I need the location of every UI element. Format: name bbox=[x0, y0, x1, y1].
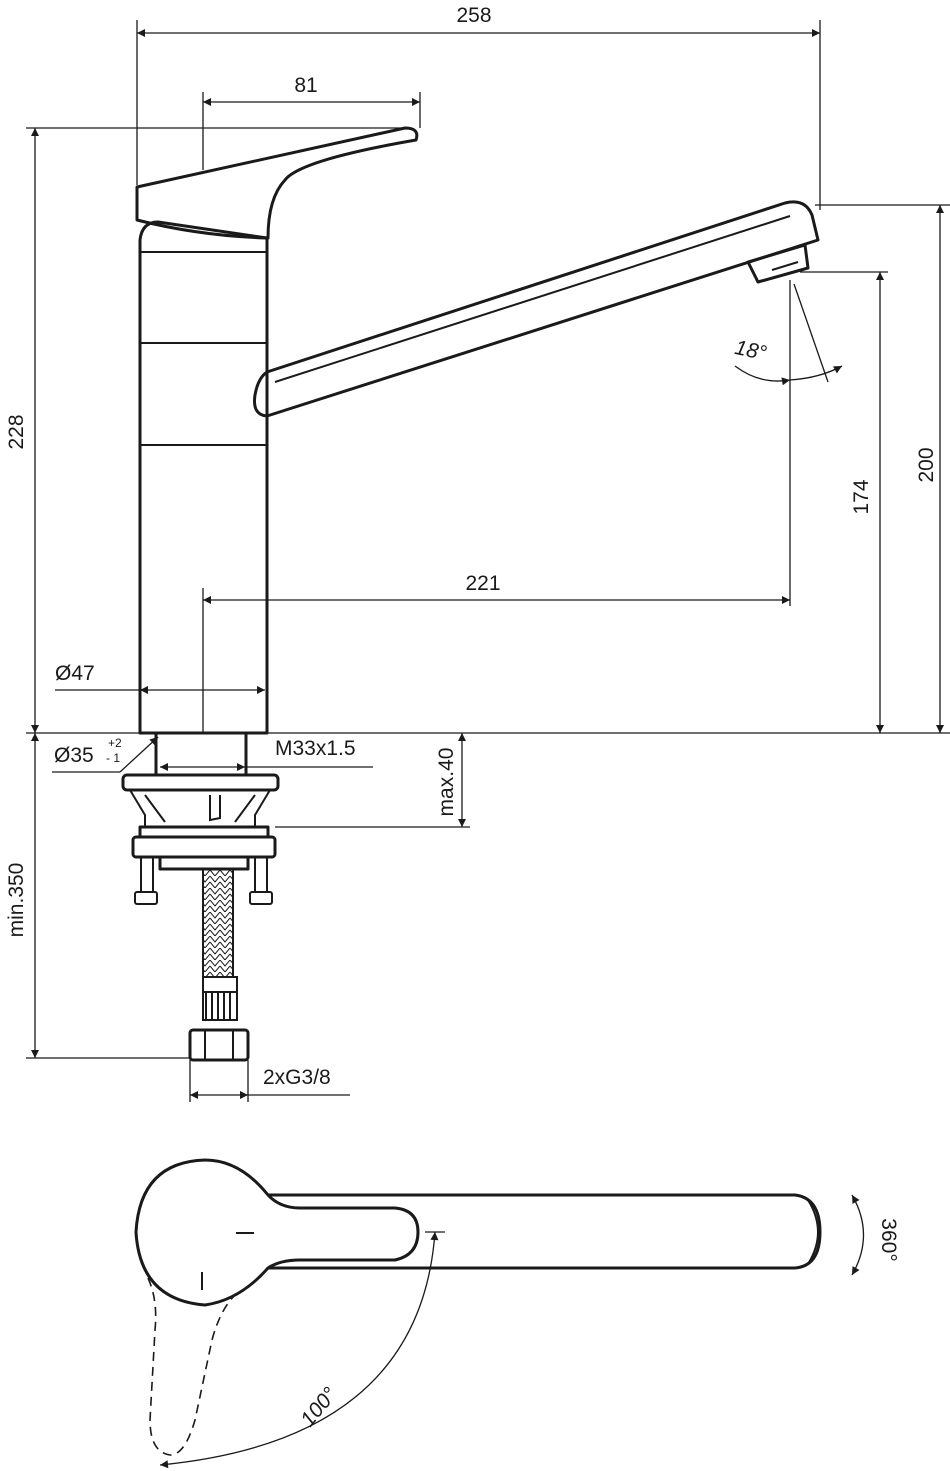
flex-hose bbox=[202, 868, 234, 978]
dim-258: 258 bbox=[456, 4, 491, 27]
fixing-nut bbox=[131, 835, 277, 859]
shank bbox=[154, 731, 248, 777]
dim-connection: 2xG3/8 bbox=[263, 1066, 331, 1089]
dim-81: 81 bbox=[294, 74, 317, 97]
dim-200: 200 bbox=[915, 447, 938, 482]
dim-max-40: max.40 bbox=[435, 748, 458, 817]
tol-plus: +2 bbox=[108, 736, 122, 750]
dim-221: 221 bbox=[465, 572, 500, 595]
dim-min-350: min.350 bbox=[5, 863, 28, 938]
top-handle bbox=[134, 1158, 420, 1307]
top-view: 100° 360° bbox=[134, 1158, 900, 1469]
spout bbox=[253, 200, 820, 418]
flange-plate bbox=[121, 773, 280, 792]
dim-angle-100: 100° bbox=[296, 1383, 342, 1431]
dimension-lines: 258 81 228 200 174 221 18° Ø47 bbox=[5, 4, 950, 1102]
top-spout bbox=[268, 1193, 822, 1270]
dim-angle-18: 18° bbox=[733, 336, 769, 365]
dim-angle-360: 360° bbox=[877, 1218, 900, 1261]
tol-minus: - 1 bbox=[106, 751, 120, 765]
tap-body bbox=[138, 220, 269, 735]
dim-diameter-47: Ø47 bbox=[55, 662, 95, 685]
dim-thread: M33x1.5 bbox=[275, 737, 356, 760]
aerator bbox=[746, 243, 810, 284]
lever-handle bbox=[135, 126, 419, 240]
stud-right bbox=[254, 856, 268, 893]
dim-174: 174 bbox=[850, 479, 873, 514]
dim-diameter-35: Ø35 bbox=[54, 744, 94, 767]
hose-nut bbox=[188, 1028, 250, 1062]
stud-left bbox=[140, 856, 154, 893]
dim-228: 228 bbox=[5, 414, 28, 449]
side-view bbox=[121, 126, 820, 1062]
